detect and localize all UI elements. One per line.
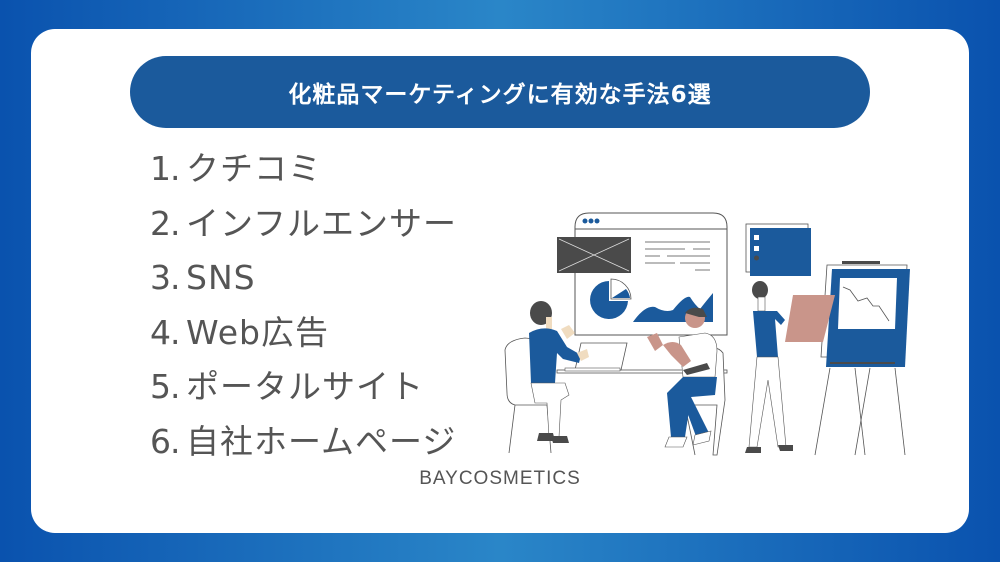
item-number: 6. [150, 421, 181, 461]
item-number: 4. [150, 312, 181, 352]
flipchart-easel-icon [814, 261, 910, 456]
methods-list: 1. クチコミ 2. インフルエンサー 3. SNS 4. Web広告 5. ポ… [150, 142, 457, 469]
item-number: 2. [150, 203, 181, 243]
page-title: 化粧品マーケティングに有効な手法6選 [288, 82, 712, 108]
item-label: Web広告 [186, 312, 329, 352]
seated-woman-icon [504, 301, 589, 454]
item-label: クチコミ [186, 149, 322, 188]
checklist-board-icon [745, 223, 811, 276]
item-label: SNS [186, 258, 256, 297]
item-label: 自社ホームページ [186, 421, 457, 461]
seated-man-icon [647, 307, 726, 456]
item-number: 3. [150, 258, 181, 297]
list-item: 1. クチコミ [150, 142, 457, 197]
list-item: 5. ポータルサイト [150, 360, 457, 415]
meeting-table-icon [556, 342, 728, 374]
item-number: 1. [150, 149, 181, 188]
list-item: 3. SNS [150, 251, 457, 306]
browser-window-icon [557, 212, 728, 336]
list-item: 6. 自社ホームページ [150, 415, 457, 470]
business-meeting-illustration [504, 212, 910, 456]
item-label: インフルエンサー [186, 203, 458, 243]
brand-name: BAYCOSMETICS [419, 468, 581, 489]
item-number: 5. [150, 367, 181, 406]
list-item: 4. Web広告 [150, 306, 457, 361]
title-banner: 化粧品マーケティングに有効な手法6選 [130, 56, 870, 128]
list-item: 2. インフルエンサー [150, 197, 457, 252]
item-label: ポータルサイト [186, 367, 424, 406]
presenter-person-icon [745, 281, 835, 453]
